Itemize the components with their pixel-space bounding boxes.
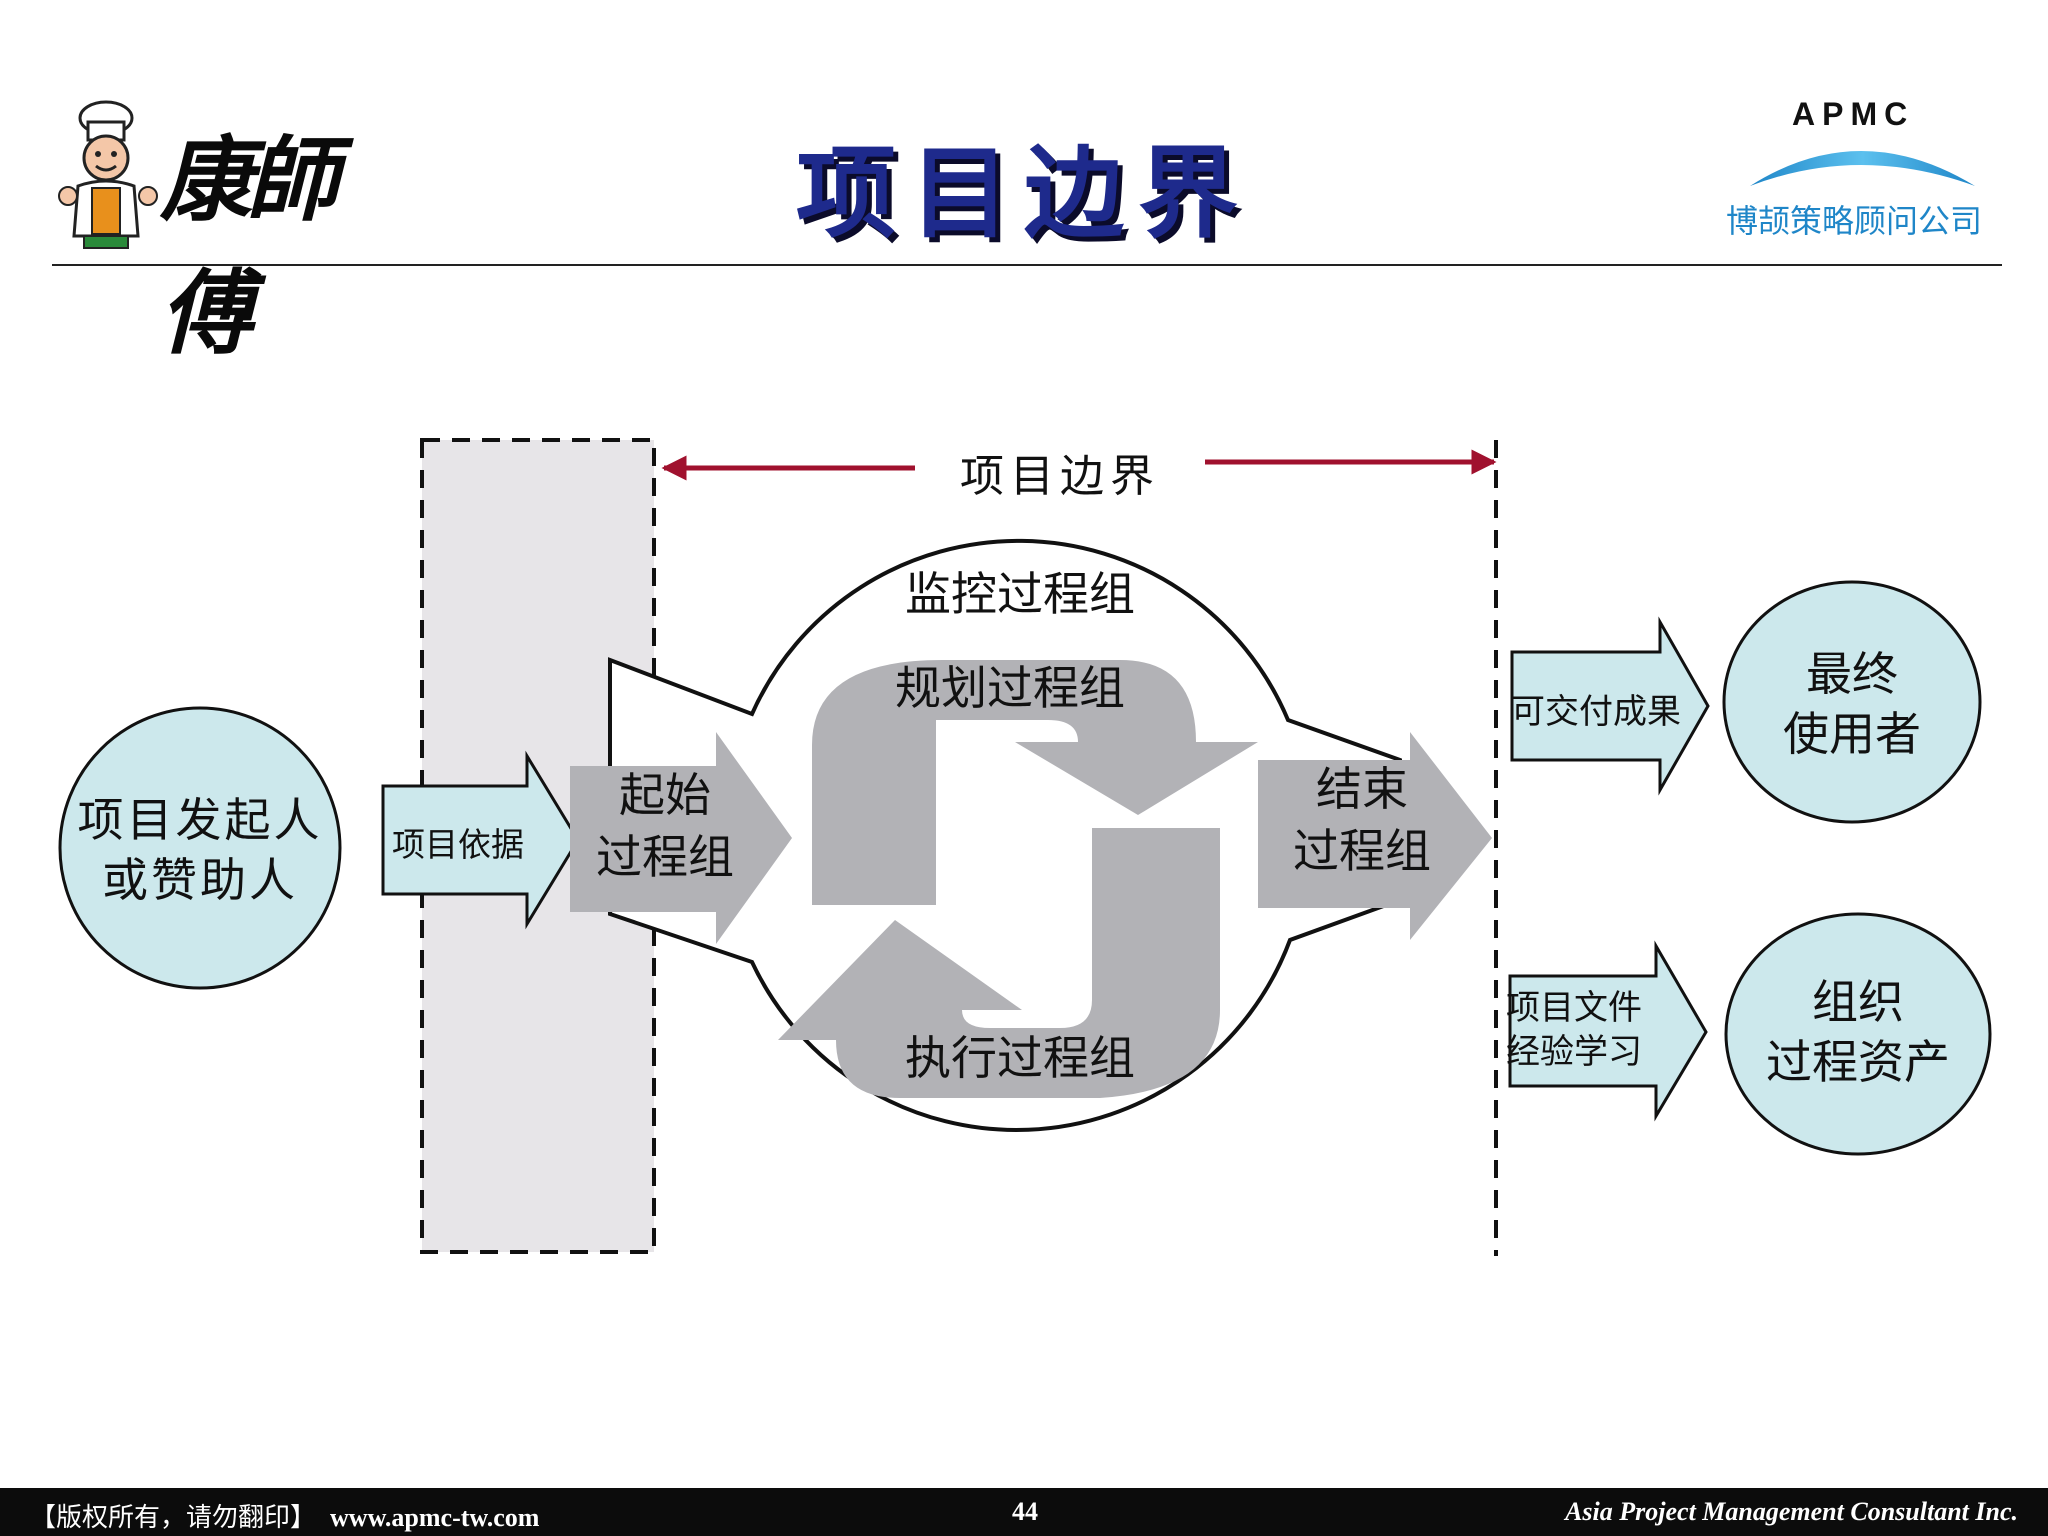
header-divider xyxy=(52,264,2002,266)
planning-cycle-arrow xyxy=(812,660,1258,905)
end-users-label: 最终 使用者 xyxy=(1783,647,1921,761)
closing-arrow-shape xyxy=(1258,732,1492,940)
docs-arrow-shape xyxy=(1508,940,1708,1122)
footer-bar: 【版权所有，请勿翻印】 www.apmc-tw.com 44 Asia Proje… xyxy=(0,1488,2048,1536)
copyright-text: 【版权所有，请勿翻印】 xyxy=(30,1503,317,1533)
initiating-label: 起始 过程组 xyxy=(596,768,734,884)
footer-url-link[interactable]: www.apmc-tw.com xyxy=(330,1503,540,1532)
page-title: 项目边界 xyxy=(796,135,1252,252)
apmc-abbreviation: APMC xyxy=(1792,96,1915,132)
apmc-logo: APMC 博颉策略顾问公司 xyxy=(1700,96,2020,246)
sponsor-node-shape xyxy=(58,706,342,990)
apmc-company-name: 博颉策略顾问公司 xyxy=(1726,202,1983,240)
brand-logo-text: 康師傅 xyxy=(160,126,338,367)
arc-logo-icon xyxy=(1750,151,1975,186)
deliverables-arrow-shape xyxy=(1510,616,1710,796)
executing-cycle-arrow xyxy=(778,828,1220,1098)
initiating-arrow-shape xyxy=(570,732,792,944)
kangshifu-logo: 康師傅 xyxy=(56,96,406,367)
page-number: 44 xyxy=(1012,1497,1038,1526)
end-users-node-shape xyxy=(1722,580,1982,824)
input-arrow-shape xyxy=(381,750,580,930)
docs-arrow-label: 项目文件 经验学习 xyxy=(1506,988,1642,1072)
input-arrow-label: 项目依据 xyxy=(392,825,524,864)
deliverables-arrow-label: 可交付成果 xyxy=(1511,692,1681,732)
sponsor-label: 项目发起人 或赞助人 xyxy=(77,793,323,907)
planning-label: 规划过程组 xyxy=(895,661,1125,715)
org-assets-label: 组织 过程资产 xyxy=(1766,975,1950,1089)
org-assets-node-shape xyxy=(1724,912,1992,1156)
footer-left: 【版权所有，请勿翻印】 www.apmc-tw.com xyxy=(30,1497,539,1534)
closing-label: 结束 过程组 xyxy=(1293,762,1431,878)
monitoring-label: 监控过程组 xyxy=(905,567,1135,621)
chef-mascot-icon xyxy=(58,100,158,249)
company-name: Asia Project Management Consultant Inc. xyxy=(1565,1497,2018,1526)
boundary-label: 项目边界 xyxy=(915,440,1205,504)
executing-label: 执行过程组 xyxy=(905,1031,1135,1085)
